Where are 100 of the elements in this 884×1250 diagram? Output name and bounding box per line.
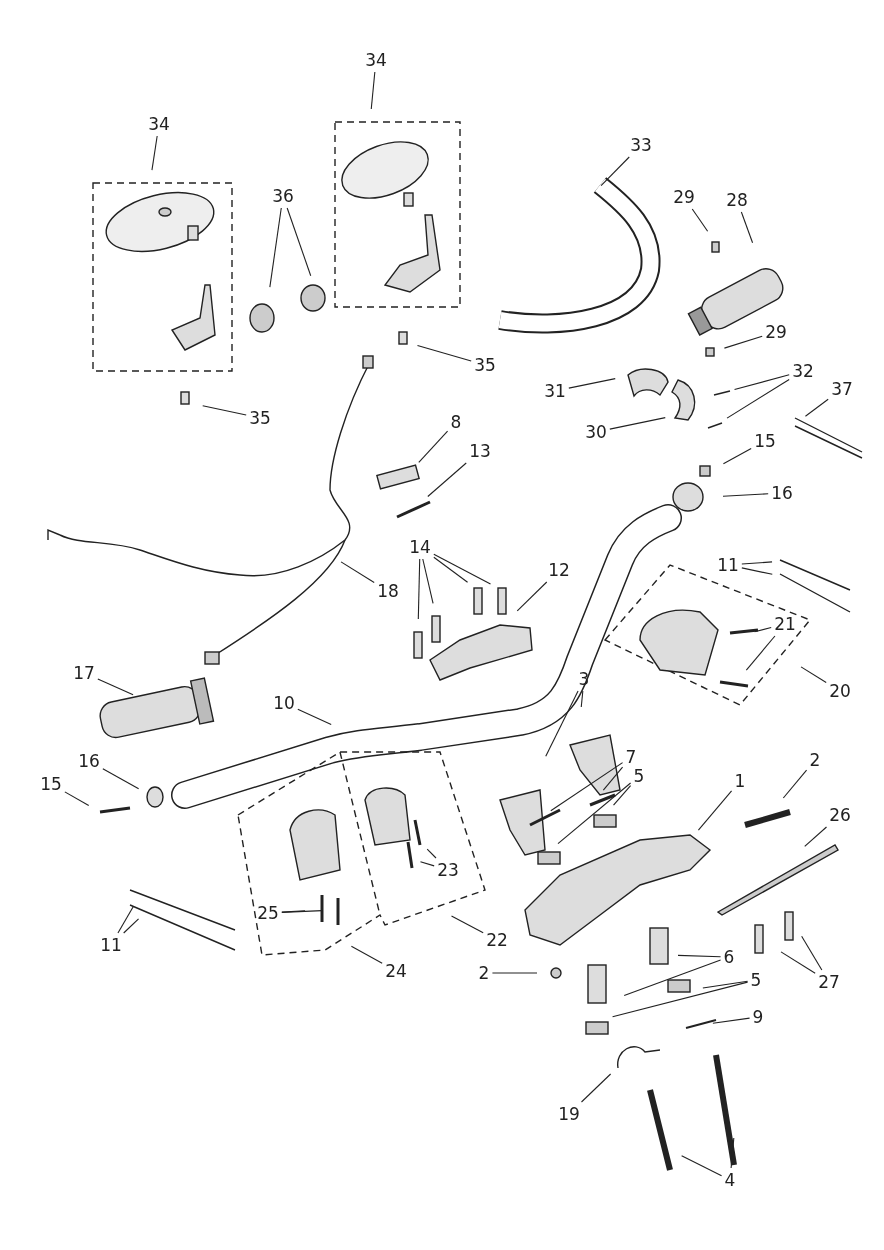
callout-number: 6: [722, 947, 736, 967]
leader-line: [712, 1017, 751, 1024]
leader-line: [741, 561, 773, 565]
leader-line: [804, 398, 829, 417]
callout-number: 34: [364, 50, 388, 70]
leader-line: [426, 848, 437, 859]
callout-number: 35: [473, 355, 497, 375]
callout-number: 18: [376, 581, 400, 601]
callout-number: 37: [830, 379, 854, 399]
callout-number: 5: [749, 970, 763, 990]
leader-line: [64, 791, 90, 807]
leader-line: [286, 207, 312, 277]
leader-line: [417, 558, 421, 620]
callout-number: 29: [764, 322, 788, 342]
callout-number: 15: [39, 774, 63, 794]
leader-line: [726, 379, 790, 419]
leader-line: [433, 553, 492, 585]
callout-number: 14: [408, 537, 432, 557]
leader-line: [623, 959, 722, 997]
callout-number: 32: [791, 361, 815, 381]
leader-line: [97, 678, 134, 696]
callout-number: 23: [436, 860, 460, 880]
callout-number: 7: [624, 747, 638, 767]
leader-line: [613, 785, 632, 806]
leader-line: [419, 861, 435, 867]
callout-number: 20: [828, 681, 852, 701]
leader-line: [800, 666, 827, 683]
leader-line: [117, 905, 135, 934]
leader-line: [281, 910, 306, 913]
callout-number: 16: [77, 751, 101, 771]
callout-number: 25: [256, 903, 280, 923]
leader-line: [697, 790, 733, 831]
callout-number: 5: [632, 766, 646, 786]
leader-line: [702, 980, 749, 989]
leader-line: [350, 945, 383, 964]
callout-number: 10: [272, 693, 296, 713]
leader-line: [691, 208, 709, 232]
leader-line: [602, 766, 624, 791]
leader-line: [730, 1137, 735, 1169]
leader-line: [491, 972, 538, 974]
leader-line: [740, 211, 754, 244]
callout-number: 11: [99, 935, 123, 955]
callout-number: 12: [547, 560, 571, 580]
leader-line: [600, 156, 630, 187]
leader-line: [297, 708, 332, 726]
callout-number: 35: [248, 408, 272, 428]
leader-line: [102, 768, 140, 790]
leader-line: [612, 981, 749, 1018]
callout-number: 19: [557, 1104, 581, 1124]
callout-number: 3: [577, 669, 591, 689]
leader-line: [123, 918, 140, 934]
leader-line: [741, 567, 773, 575]
leader-line: [568, 378, 616, 389]
leader-line: [722, 448, 752, 465]
leader-line: [723, 335, 763, 349]
callout-number: 34: [147, 114, 171, 134]
leader-line: [151, 135, 158, 171]
leader-line: [734, 374, 790, 391]
callout-number: 29: [672, 187, 696, 207]
leader-line: [281, 910, 323, 913]
callout-number: 30: [584, 422, 608, 442]
leader-line: [609, 417, 666, 430]
leader-line: [580, 1073, 612, 1103]
leader-line: [516, 581, 548, 612]
leader-line: [782, 769, 808, 799]
callout-number: 33: [629, 135, 653, 155]
callout-number: 21: [773, 614, 797, 634]
leader-line: [722, 493, 769, 497]
callout-number: 27: [817, 972, 841, 992]
callout-number: 22: [485, 930, 509, 950]
callout-number: 1: [733, 771, 747, 791]
callout-number: 11: [716, 555, 740, 575]
leader-line: [681, 1155, 723, 1177]
leader-line: [422, 558, 434, 604]
callout-number: 28: [725, 190, 749, 210]
callout-number: 2: [808, 750, 822, 770]
callout-number: 24: [384, 961, 408, 981]
leader-line: [677, 954, 722, 958]
leader-line: [370, 71, 376, 110]
leader-line: [433, 556, 469, 583]
leader-line: [804, 826, 828, 847]
leader-line: [416, 345, 472, 362]
leader-line: [801, 935, 823, 971]
leader-line: [269, 207, 282, 288]
callout-number: 31: [543, 381, 567, 401]
leader-line: [580, 690, 584, 708]
callout-number: 13: [468, 441, 492, 461]
leader-line: [557, 782, 632, 845]
leader-line: [780, 951, 816, 974]
callout-number: 8: [449, 412, 463, 432]
leader-line: [754, 627, 772, 633]
leader-line: [202, 405, 247, 416]
callout-number: 36: [271, 186, 295, 206]
leader-line: [340, 561, 375, 583]
leader-line: [745, 635, 776, 671]
callout-number: 26: [828, 805, 852, 825]
callout-number: 17: [72, 663, 96, 683]
callout-number: 16: [770, 483, 794, 503]
callout-number: 4: [723, 1170, 737, 1190]
leader-line: [545, 690, 579, 757]
